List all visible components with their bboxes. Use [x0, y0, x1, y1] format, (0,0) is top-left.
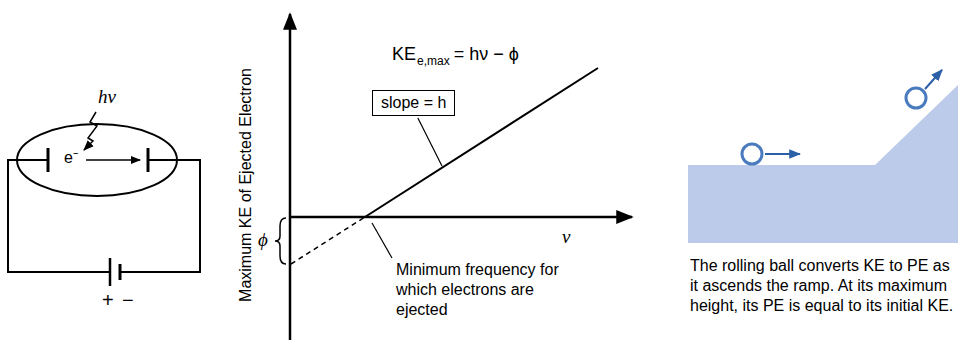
slope-box: slope = h	[372, 90, 455, 116]
photocell-circuit	[8, 112, 200, 286]
ramp-illustration	[688, 70, 958, 243]
leader-lines	[418, 118, 442, 166]
graph-axes	[275, 14, 632, 340]
axis-title: ν	[562, 226, 570, 249]
caption: The rolling ball converts KE to PE as it…	[690, 256, 954, 316]
leader-line	[418, 118, 442, 166]
photon-label: hν	[98, 86, 116, 109]
annotation: Minimum frequency for which electrons ar…	[396, 260, 566, 320]
electron-label: e⁻	[64, 148, 78, 167]
work-function-label: ϕ	[258, 229, 268, 252]
polarity-sign: −	[122, 288, 134, 312]
equation-part: KE	[392, 44, 416, 64]
axis-title: Maximum KE of Ejected Electron	[236, 68, 255, 302]
equation-part: e,max	[417, 54, 450, 68]
polarity-sign: +	[102, 288, 114, 312]
equation-part: = hν − ϕ	[454, 44, 519, 64]
equation: KEe,max = hν − ϕ	[392, 44, 519, 68]
box-label: slope = h	[381, 94, 446, 111]
